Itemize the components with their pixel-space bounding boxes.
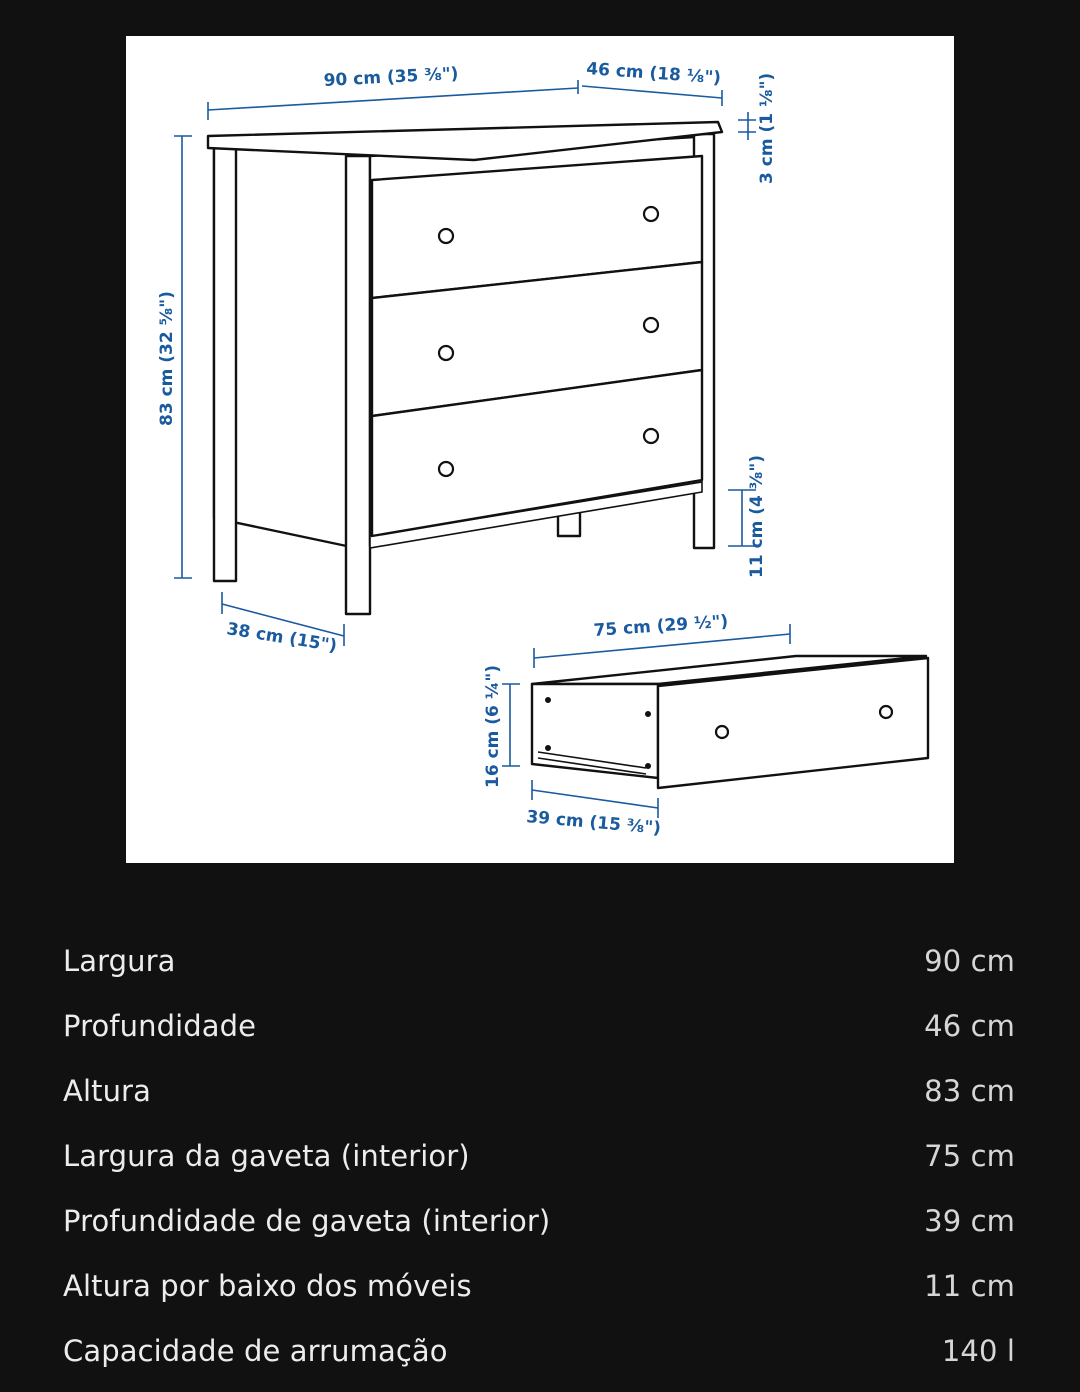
spec-label: Profundidade [63, 1008, 257, 1043]
left-back-leg [212, 144, 238, 583]
top-thickness-dimension: 3 cm (1 ⅛") [757, 73, 777, 184]
spec-row-drawer-width: Largura da gaveta (interior) 75 cm [63, 1123, 1015, 1188]
spec-row-width: Largura 90 cm [63, 928, 1015, 993]
spec-row-height: Altura 83 cm [63, 1058, 1015, 1123]
drawer-width-dimension: 75 cm (29 ½") [593, 612, 729, 641]
spec-value: 83 cm [924, 1073, 1015, 1108]
specifications-list: Largura 90 cm Profundidade 46 cm Altura … [63, 928, 1015, 1383]
width-dimension: 90 cm (35 ⅜") [323, 64, 459, 91]
spec-label: Profundidade de gaveta (interior) [63, 1203, 551, 1238]
spec-value: 46 cm [924, 1008, 1015, 1043]
spec-row-drawer-depth: Profundidade de gaveta (interior) 39 cm [63, 1188, 1015, 1253]
spec-value: 39 cm [924, 1203, 1015, 1238]
drawer-box-side [530, 682, 660, 780]
spec-row-capacity: Capacidade de arrumação 140 l [63, 1318, 1015, 1383]
dresser-top [206, 120, 724, 162]
drawer-knobs [437, 205, 660, 478]
drawer-front [656, 656, 930, 790]
spec-label: Capacidade de arrumação [63, 1333, 448, 1368]
spec-label: Altura por baixo dos móveis [63, 1268, 472, 1303]
spec-row-clearance: Altura por baixo dos móveis 11 cm [63, 1253, 1015, 1318]
side-depth-dimension: 38 cm (15") [225, 619, 338, 656]
product-dimensions-diagram: 90 cm (35 ⅜") 46 cm (18 ⅛") 3 cm (1 ⅛") … [126, 36, 954, 863]
height-dimension: 83 cm (32 ⅝") [157, 291, 177, 426]
dresser-drawing: 90 cm (35 ⅜") 46 cm (18 ⅛") 3 cm (1 ⅛") … [157, 59, 930, 839]
drawer-3 [370, 368, 704, 538]
clearance-dimension: 11 cm (4 ⅜") [747, 455, 767, 578]
spec-label: Altura [63, 1073, 151, 1108]
spec-value: 75 cm [924, 1138, 1015, 1173]
drawer-height-dimension: 16 cm (6 ¼") [483, 665, 503, 788]
drawer-depth-dimension: 39 cm (15 ⅜") [526, 807, 662, 839]
spec-row-depth: Profundidade 46 cm [63, 993, 1015, 1058]
spec-label: Largura [63, 943, 176, 978]
spec-label: Largura da gaveta (interior) [63, 1138, 470, 1173]
spec-value: 11 cm [924, 1268, 1015, 1303]
spec-value: 90 cm [924, 943, 1015, 978]
left-front-leg [344, 154, 372, 616]
spec-value: 140 l [941, 1333, 1015, 1368]
depth-dimension: 46 cm (18 ⅛") [586, 59, 722, 88]
